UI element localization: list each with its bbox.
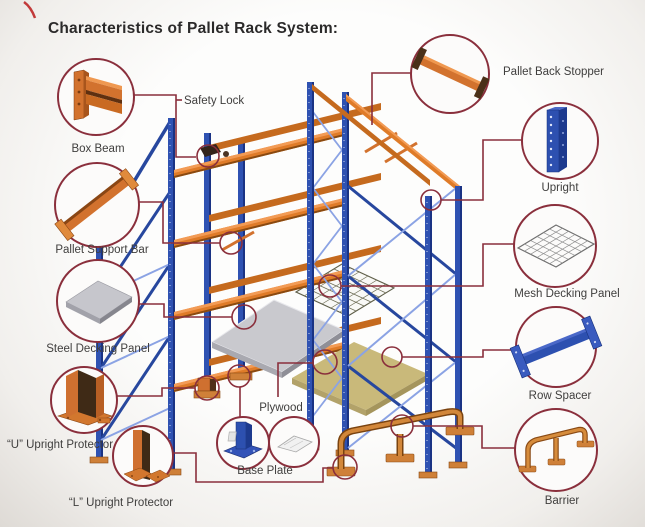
connector-back-stopper bbox=[371, 72, 411, 125]
callout-pallet-support-bar bbox=[54, 162, 140, 248]
rack-top-right-beams bbox=[312, 84, 460, 193]
callout-base-plate bbox=[216, 416, 320, 470]
callout-barrier bbox=[514, 408, 598, 492]
connector-box-beam bbox=[134, 94, 196, 158]
pallet-back-stopper-icon bbox=[411, 47, 490, 100]
connector-l-protector bbox=[173, 452, 333, 483]
label-l-upright-protector: “L” Upright Protector bbox=[69, 497, 173, 509]
l-upright-protector-icon bbox=[123, 430, 171, 483]
mesh-decking-panel-icon bbox=[516, 224, 596, 268]
rack-upright-post bbox=[168, 118, 175, 472]
base-plate-drawing-icon bbox=[227, 431, 313, 453]
callout-steel-decking-panel bbox=[56, 259, 140, 343]
page-title: Characteristics of Pallet Rack System: bbox=[48, 20, 338, 37]
marker-row-spacer bbox=[381, 346, 403, 368]
barrier-in-rack bbox=[326, 408, 475, 477]
label-steel-decking-panel: Steel Decking Panel bbox=[46, 343, 150, 355]
marker-barrier-rail bbox=[390, 414, 414, 438]
rack-left-frame bbox=[96, 121, 172, 460]
connector-plywood bbox=[277, 362, 313, 397]
callout-row-spacer bbox=[509, 306, 603, 388]
label-barrier: Barrier bbox=[545, 495, 580, 507]
marker-steel-decking bbox=[231, 304, 257, 330]
rack-front-beams bbox=[174, 128, 344, 392]
label-base-plate: Base Plate bbox=[237, 465, 293, 477]
connector-row-spacer bbox=[402, 349, 516, 358]
connector-upright bbox=[441, 139, 522, 201]
rack-middle-frame bbox=[307, 82, 349, 452]
label-pallet-back-stopper: Pallet Back Stopper bbox=[503, 66, 604, 78]
rack-right-frame bbox=[347, 184, 462, 474]
marker-barrier-foot bbox=[332, 454, 358, 480]
connector-pallet-support-bar bbox=[139, 201, 220, 244]
connector-mesh bbox=[341, 243, 514, 287]
callout-l-upright-protector bbox=[112, 425, 174, 487]
steel-decking-panel-icon bbox=[65, 280, 133, 324]
callout-upright bbox=[521, 102, 599, 180]
label-row-spacer: Row Spacer bbox=[529, 390, 592, 402]
rack-back-posts bbox=[204, 133, 245, 390]
label-upright: Upright bbox=[541, 182, 579, 194]
label-safety-lock: Safety Lock bbox=[184, 95, 244, 107]
label-pallet-support-bar: Pallet Support Bar bbox=[55, 244, 149, 256]
corner-mark bbox=[23, 0, 37, 19]
marker-base-plate bbox=[227, 364, 251, 388]
marker-mesh bbox=[318, 274, 342, 298]
row-spacer-icon bbox=[509, 315, 603, 379]
barrier-icon bbox=[518, 426, 595, 473]
connector-barrier bbox=[413, 425, 515, 449]
base-plate-icon bbox=[223, 421, 263, 459]
marker-safety-lock bbox=[196, 144, 220, 168]
callout-pallet-back-stopper bbox=[410, 34, 490, 114]
connector-u-protector bbox=[116, 387, 195, 397]
pallet-support-bar-icon bbox=[54, 168, 140, 242]
callout-mesh-decking-panel bbox=[513, 204, 597, 288]
marker-pallet-support-bar bbox=[219, 231, 243, 255]
callout-u-upright-protector bbox=[50, 366, 118, 434]
label-u-upright-protector: “U” Upright Protector bbox=[7, 439, 113, 451]
marker-plywood bbox=[312, 349, 338, 375]
label-box-beam: Box Beam bbox=[71, 143, 124, 155]
u-upright-protector-icon bbox=[57, 370, 113, 426]
connectors bbox=[116, 72, 522, 483]
box-beam-icon bbox=[73, 69, 122, 121]
upright-protector-in-rack bbox=[193, 377, 221, 399]
connector-steel-decking bbox=[139, 303, 232, 318]
pallet-rack-illustration bbox=[89, 82, 475, 479]
label-mesh-decking-panel: Mesh Decking Panel bbox=[514, 288, 619, 300]
marker-u-protector bbox=[194, 375, 220, 401]
callout-box-beam bbox=[57, 58, 135, 136]
marker-upright bbox=[420, 189, 442, 211]
upright-icon bbox=[546, 107, 567, 173]
label-plywood: Plywood bbox=[259, 402, 302, 414]
